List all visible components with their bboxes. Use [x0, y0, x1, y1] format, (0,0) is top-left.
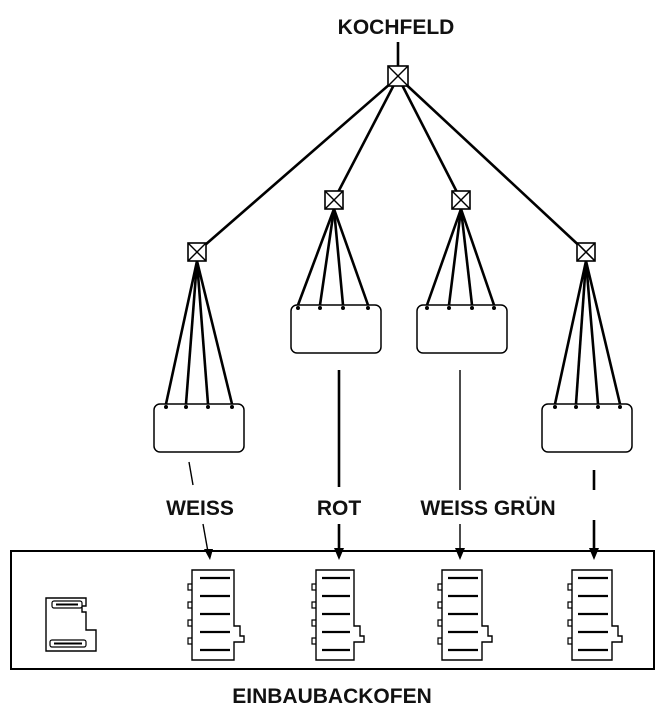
main-cable [196, 42, 587, 253]
hob-label: KOCHFELD [338, 16, 455, 39]
lead-2 [334, 370, 344, 560]
wire-fan-1 [164, 260, 234, 405]
wire-fan-4 [553, 260, 622, 405]
connector-block-4 [541, 403, 633, 453]
junction-icon-2 [324, 190, 344, 210]
junction-icon-3 [451, 190, 471, 210]
oven-label: EINBAUBACKOFEN [232, 685, 432, 708]
oven-enclosure [10, 550, 655, 670]
lead-3 [455, 370, 465, 560]
connector-block-2 [290, 304, 382, 354]
lead-4 [589, 470, 599, 560]
wire-fan-2 [296, 208, 370, 306]
terminal-strip-icon-3 [437, 569, 493, 661]
terminal-strip-icon-1 [187, 569, 245, 661]
terminal-icon-small [45, 597, 97, 652]
junction-icon-4 [576, 242, 596, 262]
wire-fan-3 [425, 208, 496, 306]
wire-label-weiss: WEISS [166, 497, 234, 520]
junction-icon-1 [187, 242, 207, 262]
wire-label-rot: ROT [317, 497, 362, 520]
terminal-strip-icon-2 [311, 569, 365, 661]
connector-block-3 [416, 304, 508, 354]
connector-block-1 [153, 403, 245, 453]
wire-label-weiss-gruen: WEISS GRÜN [420, 497, 555, 520]
terminal-strip-icon-4 [567, 569, 623, 661]
main-junction-icon [387, 65, 409, 87]
